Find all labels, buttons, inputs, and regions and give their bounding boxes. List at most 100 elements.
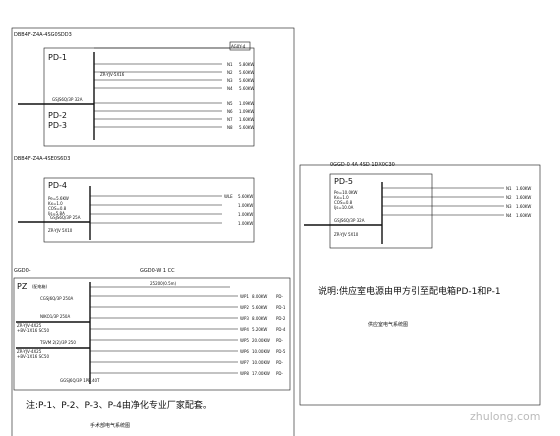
- pz-tag: PZ: [17, 282, 28, 291]
- pz-circuit: WP4 5.20KW PD-4: [90, 327, 286, 332]
- right-drawing-frame: [299, 164, 541, 406]
- svg-text:PD-: PD-: [276, 371, 283, 376]
- pz-bus-text: 25200(0.5m): [150, 281, 177, 286]
- pz-circuit: WP3 8.00KW PD-2: [90, 316, 286, 321]
- svg-text:1.60KW: 1.60KW: [516, 186, 531, 191]
- svg-text:20.00KW: 20.00KW: [252, 338, 270, 343]
- pd5-tag: PD-5: [334, 177, 353, 186]
- pd4-box: [43, 177, 255, 243]
- watermark-text: zhulong.com: [470, 410, 540, 423]
- svg-text:WP5: WP5: [240, 338, 249, 343]
- pd2-label: PD-2: [48, 111, 67, 120]
- svg-text:5.60KW: 5.60KW: [239, 86, 254, 91]
- svg-text:10.00KW: 10.00KW: [252, 360, 270, 365]
- pd4-param: Pe=5.6KW: [48, 196, 69, 201]
- pd5-circuit: N4 1.60KW: [382, 213, 531, 218]
- pd1-circuit: N3 5.60KW: [94, 78, 254, 83]
- pd5-circuit: N3 1.60KW: [382, 204, 531, 209]
- pd1-circuit: N7 1.60KW: [94, 117, 254, 122]
- svg-text:5.60KW: 5.60KW: [238, 194, 253, 199]
- pd4-circuit: 1.00KW: [90, 221, 253, 226]
- pd1-feed-text: GSJS6Q/3P 32A: [52, 97, 83, 102]
- pd1-header-code: DBB4F-Z4A-4SG0SDD3: [14, 32, 72, 38]
- svg-text:WP7: WP7: [240, 360, 249, 365]
- left-drawing-frame: [11, 27, 295, 436]
- svg-text:5.20KW: 5.20KW: [252, 327, 267, 332]
- pd4-circuit: 1.00KW: [90, 203, 253, 208]
- pd1-top-box-label: AG0Y-4: [231, 44, 246, 49]
- svg-text:WP4: WP4: [240, 327, 249, 332]
- svg-text:PD-2: PD-2: [276, 316, 286, 321]
- svg-text:N4: N4: [506, 213, 512, 218]
- pz-circuit: WP6 10.00KW PD-5: [90, 349, 286, 354]
- pd5-param: COS=0.8: [334, 200, 353, 205]
- svg-text:WP3: WP3: [240, 316, 249, 321]
- svg-text:WP2: WP2: [240, 305, 249, 310]
- svg-text:PD-4: PD-4: [276, 327, 286, 332]
- panel-pz: GGD0- GGD0-W 1 CC PZ (配电箱) 25200(0.5m) C…: [13, 268, 291, 391]
- svg-text:N4: N4: [227, 86, 233, 91]
- pd4-circuit: WLE 5.60KW: [90, 194, 253, 199]
- pd1-circuit: N1 5.80KW: [94, 62, 254, 67]
- svg-text:8.00KW: 8.00KW: [252, 316, 267, 321]
- pd5-cable-text: ZR-YJV 5X10: [334, 232, 359, 237]
- panel-pd5: 0GGD-0 4A 4SD 1DX0C30 PD-5 Pe=10.0KW Kx=…: [304, 162, 531, 249]
- svg-text:PD-: PD-: [276, 338, 283, 343]
- svg-text:1.60KW: 1.60KW: [516, 204, 531, 209]
- pz-feed: CGSJ6Q/3P 250A: [40, 296, 74, 301]
- left-caption-title: 手术部电气系统图: [90, 422, 130, 429]
- pz-box: [13, 277, 291, 391]
- pd5-param: Pe=10.0KW: [334, 190, 357, 195]
- pd5-box: [329, 173, 433, 249]
- pd1-circuit: N6 1.09KW: [94, 109, 254, 114]
- pd5-circuit: N1 1.60KW: [382, 186, 531, 191]
- pd1-tag: PD-1: [48, 53, 67, 62]
- svg-text:8.00KW: 8.00KW: [252, 294, 267, 299]
- svg-text:5.60KW: 5.60KW: [239, 78, 254, 83]
- pz-circuit: WP8 17.00KW PD-: [90, 371, 283, 376]
- pz-feed: NIKO1/3P 250A: [40, 314, 70, 319]
- pd1-circuit: N5 1.09KW: [94, 101, 254, 106]
- pd5-feed-text: GSJS6Q/3P 32A: [334, 218, 365, 223]
- pd4-circuit: 1.00KW: [90, 212, 253, 217]
- svg-text:WP1: WP1: [240, 294, 249, 299]
- svg-text:PD-: PD-: [276, 360, 283, 365]
- svg-text:N7: N7: [227, 117, 233, 122]
- svg-text:1.09KW: 1.09KW: [239, 109, 254, 114]
- svg-text:5.60KW: 5.60KW: [239, 70, 254, 75]
- svg-text:1.60KW: 1.60KW: [239, 117, 254, 122]
- svg-text:N1: N1: [227, 62, 233, 67]
- pz-circuit: WP2 5.60KW PD-1: [90, 305, 286, 310]
- svg-text:N5: N5: [227, 101, 233, 106]
- svg-text:PD-5: PD-5: [276, 349, 286, 354]
- pz-circuit: WP7 10.00KW PD-: [90, 360, 283, 365]
- pd5-circuit: N2 1.60KW: [382, 195, 531, 200]
- svg-text:10.00KW: 10.00KW: [252, 349, 270, 354]
- svg-text:1.00KW: 1.00KW: [238, 203, 253, 208]
- panel-pd4: DBB4F-Z4A-4SE0S6D3 PD-4 Pe=5.6KW Kx=1.0 …: [14, 156, 255, 243]
- svg-text:WP8: WP8: [240, 371, 249, 376]
- svg-text:N8: N8: [227, 125, 233, 130]
- svg-text:WLE: WLE: [224, 194, 233, 199]
- svg-text:1.60KW: 1.60KW: [516, 213, 531, 218]
- pz-circuit: WP5 20.00KW PD-: [90, 338, 283, 343]
- pd1-circuit: N8 5.60KW: [94, 125, 254, 130]
- pz-circuit: WP1 8.00KW PD-: [90, 294, 283, 299]
- pd4-param: Kx=1.0: [48, 201, 63, 206]
- panel-pd1: DBB4F-Z4A-4SG0SDD3 PD-1 PD-2 PD-3 GSJS6Q…: [14, 32, 254, 147]
- svg-text:5.60KW: 5.60KW: [252, 305, 267, 310]
- left-caption-note: 注:P-1、P-2、P-3、P-4由净化专业厂家配套。: [26, 399, 212, 411]
- svg-text:5.60KW: 5.60KW: [239, 125, 254, 130]
- svg-text:1.09KW: 1.09KW: [239, 101, 254, 106]
- pz-bottom-text: GGSJ6Q/3P 1PE.40T: [60, 378, 100, 383]
- pd4-tag: PD-4: [48, 181, 67, 190]
- pd5-header-code: 0GGD-0 4A 4SD 1DX0C30: [330, 162, 395, 168]
- svg-text:PD-1: PD-1: [276, 305, 286, 310]
- right-title: 供应室电气系统图: [368, 321, 408, 328]
- pz-feed: TSVM 2(2)/3P 250: [39, 340, 76, 345]
- pz-incoming-cable: +BV-1X16 SC50: [17, 328, 49, 333]
- right-note: 说明:供应室电源由甲方引至配电箱PD-1和P-1: [318, 285, 501, 297]
- pd4-header-code: DBB4F-Z4A-4SE0S6D3: [14, 156, 70, 162]
- svg-text:1.00KW: 1.00KW: [238, 221, 253, 226]
